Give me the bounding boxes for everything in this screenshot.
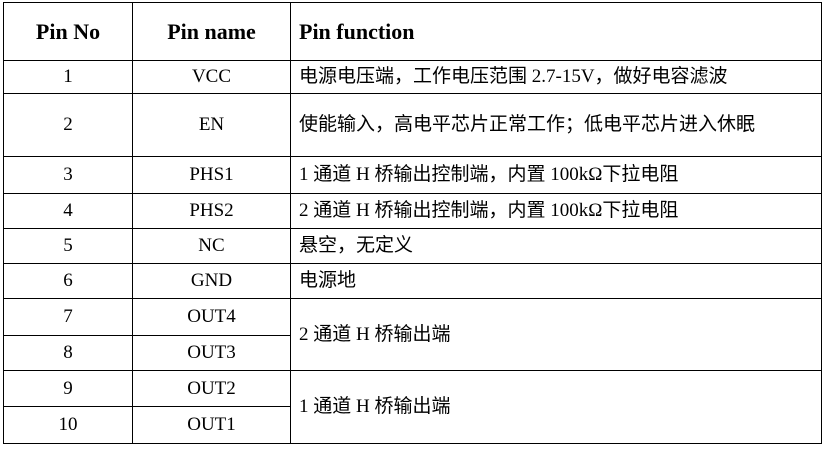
header-pin-name: Pin name bbox=[132, 2, 291, 61]
pin-no: 5 bbox=[3, 228, 133, 264]
header-pin-function: Pin function bbox=[290, 2, 822, 61]
pin-name: VCC bbox=[132, 60, 291, 94]
pin-name: OUT4 bbox=[132, 298, 291, 336]
header-row: Pin No Pin name Pin function bbox=[3, 2, 822, 61]
pin-name: PHS2 bbox=[132, 193, 291, 229]
pin-no: 1 bbox=[3, 60, 133, 94]
header-pin-no: Pin No bbox=[3, 2, 133, 61]
pin-name: OUT1 bbox=[132, 406, 291, 444]
pin-no: 6 bbox=[3, 263, 133, 299]
pin-no: 9 bbox=[3, 370, 133, 407]
table-row: 5 NC 悬空，无定义 bbox=[3, 228, 822, 264]
pin-no: 4 bbox=[3, 193, 133, 229]
pin-function: 电源地 bbox=[290, 263, 822, 299]
pin-function: 1 通道 H 桥输出端 bbox=[290, 370, 822, 444]
table-row: 10 OUT1 bbox=[3, 406, 822, 444]
pin-function: 电源电压端，工作电压范围 2.7-15V，做好电容滤波 bbox=[290, 60, 822, 94]
table-row: 7 OUT4 2 通道 H 桥输出端 bbox=[3, 298, 822, 371]
pin-function: 悬空，无定义 bbox=[290, 228, 822, 264]
pin-no: 7 bbox=[3, 298, 133, 336]
pin-name: GND bbox=[132, 263, 291, 299]
pin-name: PHS1 bbox=[132, 156, 291, 194]
table-row: 2 EN 使能输入，高电平芯片正常工作；低电平芯片进入休眠 bbox=[3, 93, 822, 157]
pin-no: 3 bbox=[3, 156, 133, 194]
pin-name: OUT2 bbox=[132, 370, 291, 407]
pin-table: Pin No Pin name Pin function 1 VCC 电源电压端… bbox=[3, 2, 822, 444]
pin-function: 使能输入，高电平芯片正常工作；低电平芯片进入休眠 bbox=[290, 93, 822, 157]
pin-name: EN bbox=[132, 93, 291, 157]
table-row: 9 OUT2 1 通道 H 桥输出端 bbox=[3, 370, 822, 444]
table-row: 1 VCC 电源电压端，工作电压范围 2.7-15V，做好电容滤波 bbox=[3, 60, 822, 94]
table-row: 3 PHS1 1 通道 H 桥输出控制端，内置 100kΩ下拉电阻 bbox=[3, 156, 822, 194]
pin-no: 2 bbox=[3, 93, 133, 157]
table-row: 6 GND 电源地 bbox=[3, 263, 822, 299]
pin-function: 2 通道 H 桥输出端 bbox=[290, 298, 822, 371]
pin-no: 10 bbox=[3, 406, 133, 444]
pin-function: 2 通道 H 桥输出控制端，内置 100kΩ下拉电阻 bbox=[290, 193, 822, 229]
pin-function: 1 通道 H 桥输出控制端，内置 100kΩ下拉电阻 bbox=[290, 156, 822, 194]
table-row: 4 PHS2 2 通道 H 桥输出控制端，内置 100kΩ下拉电阻 bbox=[3, 193, 822, 229]
pin-no: 8 bbox=[3, 335, 133, 371]
pin-name: OUT3 bbox=[132, 335, 291, 371]
pin-name: NC bbox=[132, 228, 291, 264]
